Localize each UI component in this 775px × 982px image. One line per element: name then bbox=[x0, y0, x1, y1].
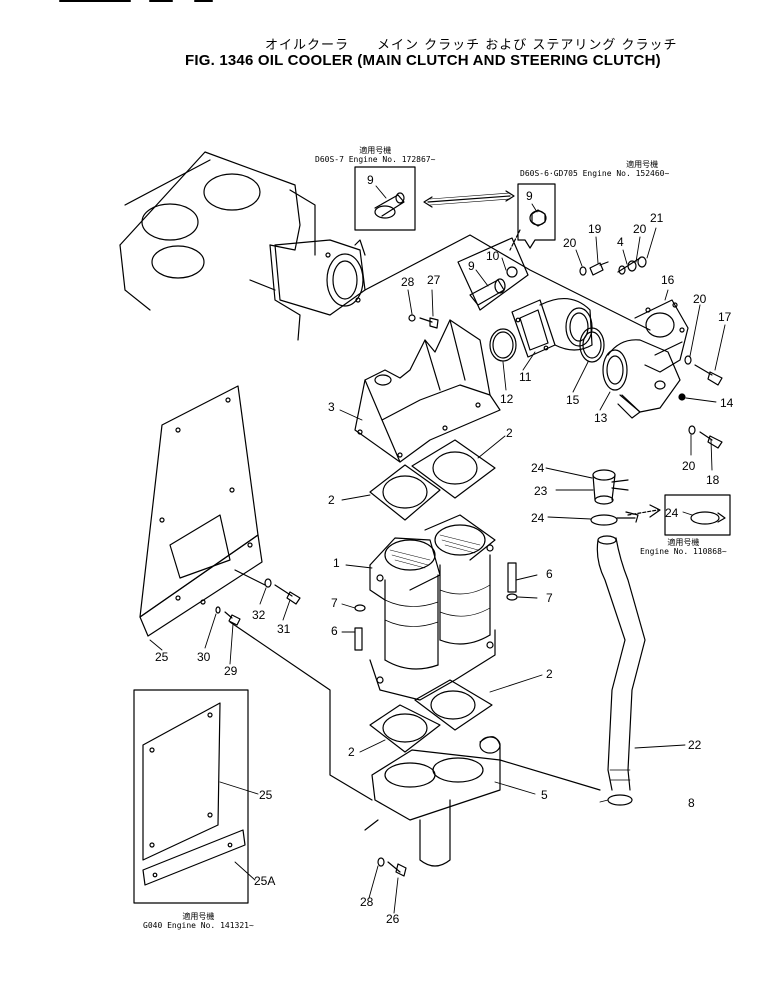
bolt-27-28 bbox=[408, 314, 439, 329]
oil-cooler-1 bbox=[369, 514, 496, 701]
callout-27: 27 bbox=[427, 273, 441, 287]
header-tank-3 bbox=[354, 319, 501, 463]
callout-4: 4 bbox=[617, 235, 624, 249]
note-hose-clamp: 適用号機 Engine No. 110868~ bbox=[640, 538, 727, 556]
callout-24: 24 bbox=[531, 511, 545, 525]
o-ring-12 bbox=[489, 328, 517, 362]
callout-16: 16 bbox=[661, 273, 675, 287]
callout-25: 25 bbox=[155, 650, 169, 664]
inset-part-9-right bbox=[517, 183, 556, 249]
callout-10: 10 bbox=[486, 249, 500, 263]
callout-7: 7 bbox=[546, 591, 553, 605]
callout-15: 15 bbox=[566, 393, 580, 407]
callout-8: 8 bbox=[688, 796, 695, 810]
callout-11: 11 bbox=[519, 370, 532, 384]
o-ring-15-inner bbox=[582, 331, 602, 359]
callout-2: 2 bbox=[348, 745, 355, 759]
inset-clamp-24 bbox=[627, 494, 731, 536]
callout-9: 9 bbox=[367, 173, 374, 187]
note-hose-clamp-kanji: 適用号機 bbox=[667, 538, 700, 547]
callout-17: 17 bbox=[718, 310, 732, 324]
callout-32: 32 bbox=[252, 608, 266, 622]
bolts-6-7 bbox=[354, 562, 518, 651]
callout-23: 23 bbox=[534, 484, 548, 498]
note-top-left: 適用号機 D60S-7 Engine No. 172867~ bbox=[315, 146, 435, 164]
interchange-arrow bbox=[423, 190, 515, 208]
callout-26: 26 bbox=[386, 912, 400, 926]
callout-9: 9 bbox=[468, 259, 475, 273]
callout-14: 14 bbox=[720, 396, 734, 410]
engine-block bbox=[119, 151, 316, 341]
bolt-19-assembly bbox=[579, 256, 647, 276]
callout-1: 1 bbox=[333, 556, 340, 570]
inset-part-9-left bbox=[354, 166, 416, 231]
valve-body-13 bbox=[602, 299, 689, 419]
hose-23 bbox=[592, 469, 629, 505]
callout-12: 12 bbox=[500, 392, 514, 406]
callout-29: 29 bbox=[224, 664, 238, 678]
engine-outlet-flange bbox=[274, 239, 366, 316]
callout-22: 22 bbox=[688, 738, 702, 752]
route-line-4 bbox=[364, 819, 379, 831]
pipe-22 bbox=[596, 535, 646, 791]
inset-plate-25 bbox=[133, 689, 249, 904]
callout-6: 6 bbox=[331, 624, 338, 638]
callout-3: 3 bbox=[328, 400, 335, 414]
callout-20: 20 bbox=[693, 292, 707, 306]
note-top-left-kanji: 適用号機 bbox=[359, 146, 392, 155]
callout-25a: 25A bbox=[254, 874, 276, 888]
o-ring-8 bbox=[607, 794, 633, 806]
callout-28: 28 bbox=[401, 275, 415, 289]
base-5 bbox=[371, 736, 501, 867]
callout-25: 25 bbox=[259, 788, 273, 802]
note-top-right: 適用号機 D60S-6·GD705 Engine No. 152460~ bbox=[520, 160, 669, 178]
callout-13: 13 bbox=[594, 411, 608, 425]
part-9-10-connector bbox=[457, 237, 529, 311]
callout-6: 6 bbox=[546, 567, 553, 581]
bracket-25 bbox=[139, 385, 263, 637]
callout-2: 2 bbox=[506, 426, 513, 440]
o-ring-12-inner bbox=[492, 331, 514, 359]
callout-30: 30 bbox=[197, 650, 211, 664]
callout-2: 2 bbox=[546, 667, 553, 681]
callout-7: 7 bbox=[331, 596, 338, 610]
gasket-2-lower bbox=[369, 679, 493, 753]
bolt-29-30 bbox=[215, 606, 241, 626]
callout-24: 24 bbox=[531, 461, 545, 475]
callout-24: 24 bbox=[665, 506, 679, 520]
gasket-2-upper bbox=[369, 439, 496, 521]
note-top-right-kanji: 適用号機 bbox=[626, 160, 659, 169]
figure-title: FIG. 1346 OIL COOLER (MAIN CLUTCH AND ST… bbox=[185, 52, 661, 69]
bolt-17-assembly bbox=[678, 355, 723, 449]
note-hose-clamp-text: Engine No. 110868~ bbox=[640, 547, 727, 556]
route-line-3 bbox=[499, 759, 601, 791]
callout-5: 5 bbox=[541, 788, 548, 802]
callout-2: 2 bbox=[328, 493, 335, 507]
callout-19: 19 bbox=[588, 222, 602, 236]
bolt-26-28 bbox=[377, 857, 407, 877]
callout-28: 28 bbox=[360, 895, 374, 909]
clamp-24 bbox=[590, 511, 639, 526]
o-ring-15 bbox=[579, 327, 605, 363]
note-top-left-text: D60S-7 Engine No. 172867~ bbox=[315, 155, 436, 164]
note-bottom-left-text: G040 Engine No. 141321~ bbox=[143, 921, 254, 930]
route-line-2 bbox=[229, 621, 373, 801]
callout-9: 9 bbox=[526, 189, 533, 203]
route-line-1 bbox=[364, 234, 651, 331]
leader-lines bbox=[149, 185, 726, 914]
callout-31: 31 bbox=[277, 622, 291, 636]
callout-20: 20 bbox=[563, 236, 577, 250]
bolt-31-32 bbox=[234, 569, 301, 605]
note-bottom-left-kanji: 適用号機 bbox=[182, 912, 215, 921]
title-japanese: オイルクーラ メイン クラッチ および ステアリング クラッチ bbox=[265, 38, 678, 53]
note-bottom-left: 適用号機 G040 Engine No. 141321~ bbox=[143, 912, 254, 930]
note-top-right-text: D60S-6·GD705 Engine No. 152460~ bbox=[520, 169, 670, 178]
callout-20: 20 bbox=[682, 459, 696, 473]
callout-21: 21 bbox=[650, 211, 664, 225]
callout-18: 18 bbox=[706, 473, 720, 487]
callout-20: 20 bbox=[633, 222, 647, 236]
leader-inset bbox=[509, 229, 521, 251]
